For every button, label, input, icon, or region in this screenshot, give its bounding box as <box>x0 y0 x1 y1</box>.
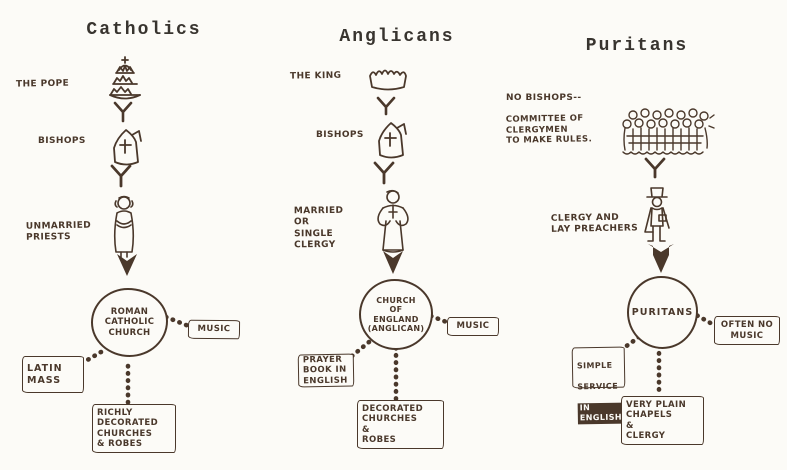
committee-label: COMMITTEE OF CLERGYMEN TO MAKE RULES. <box>505 113 593 147</box>
anglican-church-node-label: CHURCH OF ENGLAND (ANGLICAN) <box>367 295 425 333</box>
down-arrow-icon <box>373 161 395 185</box>
puritans-node: PURITANS <box>627 276 698 349</box>
anglican-churches-box-label: DECORATED CHURCHES & ROBES <box>362 404 424 445</box>
catholic-churches-box-label: RICHLY DECORATED CHURCHES & ROBES <box>97 408 159 449</box>
plain-chapels-box-label: VERY PLAIN CHAPELS & CLERGY <box>626 400 687 441</box>
plain-chapels-box: VERY PLAIN CHAPELS & CLERGY <box>621 396 704 445</box>
bead-chain-connector <box>163 314 194 330</box>
pope-label: THE POPE <box>15 78 70 90</box>
mitre-icon <box>109 126 145 168</box>
no-bishops-label: NO BISHOPS-- <box>506 93 582 103</box>
catholic-church-node: ROMAN CATHOLIC CHURCH <box>91 288 168 357</box>
bishops-label-catholic: BISHOPS <box>38 136 86 146</box>
simple-service-box: SIMPLE SERVICE IN ENGLISH <box>571 346 626 425</box>
bead-chain-connector <box>81 349 104 365</box>
bead-chain-connector <box>349 339 372 359</box>
column-title-catholics: Catholics <box>86 20 202 40</box>
down-arrow-icon <box>110 164 132 188</box>
preacher-figure-icon <box>638 186 676 250</box>
filled-arrow-icon <box>383 251 403 274</box>
catholic-churches-box: RICHLY DECORATED CHURCHES & ROBES <box>92 404 176 453</box>
catholic-music-box: MUSIC <box>187 319 241 340</box>
down-arrow-icon <box>113 101 133 123</box>
latin-mass-box-label: LATIN MASS <box>27 363 63 386</box>
clergy-label-anglican: MARRIED OR SINGLE CLERGY <box>293 205 344 251</box>
column-title-puritans: Puritans <box>585 36 689 56</box>
prayer-book-box: PRAYER BOOK IN ENGLISH <box>297 353 355 388</box>
bead-chain-connector <box>428 313 452 326</box>
anglican-music-box: MUSIC <box>447 317 499 336</box>
mitre-icon <box>374 119 410 161</box>
often-no-music-box: OFTEN NO MUSIC <box>714 316 780 345</box>
puritans-node-label: PURITANS <box>631 306 694 318</box>
anglican-music-box-label: MUSIC <box>456 321 490 332</box>
column-title-anglicans: Anglicans <box>339 27 455 47</box>
bishops-label-anglican: BISHOPS <box>316 130 364 140</box>
anglican-churches-box: DECORATED CHURCHES & ROBES <box>357 400 444 449</box>
bead-chain-connector <box>688 309 717 328</box>
preachers-label: CLERGY AND LAY PREACHERS <box>550 212 639 236</box>
filled-arrow-icon <box>648 244 674 273</box>
latin-mass-box: LATIN MASS <box>22 356 84 393</box>
catholic-church-node-label: ROMAN CATHOLIC CHURCH <box>104 307 155 338</box>
crown-icon <box>366 66 410 92</box>
priests-label: UNMARRIED PRIESTS <box>25 220 92 243</box>
king-label: THE KING <box>289 70 342 82</box>
simple-service-line2: SERVICE <box>577 381 619 392</box>
filled-arrow-icon <box>117 254 137 276</box>
often-no-music-box-label: OFTEN NO MUSIC <box>720 320 774 341</box>
anglican-church-node: CHURCH OF ENGLAND (ANGLICAN) <box>359 279 433 350</box>
simple-service-line3: IN ENGLISH <box>577 402 625 425</box>
down-arrow-icon <box>644 157 666 179</box>
priest-figure-icon <box>104 194 144 260</box>
simple-service-line1: SIMPLE <box>576 361 613 371</box>
down-arrow-icon <box>376 96 396 116</box>
papal-tiara-icon <box>104 56 146 102</box>
catholic-music-box-label: MUSIC <box>197 324 231 335</box>
prayer-book-box-label: PRAYER BOOK IN ENGLISH <box>302 354 348 386</box>
committee-crowd-icon <box>617 106 717 158</box>
clergyman-figure-icon <box>370 188 416 260</box>
